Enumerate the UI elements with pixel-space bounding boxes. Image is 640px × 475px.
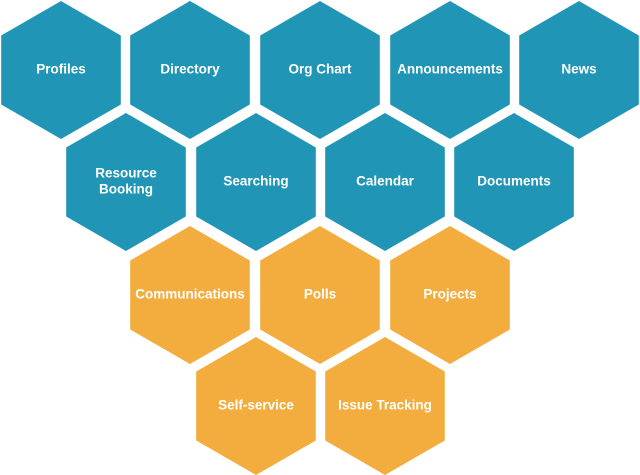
hexagon-news-shape [519, 1, 639, 139]
hexagon-calendar: Calendar [325, 113, 445, 251]
hexagon-org-chart: Org Chart [260, 1, 380, 139]
hexagon-documents: Documents [454, 113, 574, 251]
hexagon-self-service-label: Self-service [218, 398, 294, 413]
hexagon-profiles-label: Profiles [36, 62, 86, 77]
hexagon-issue-tracking-shape [325, 337, 445, 475]
hexagon-announcements-label: Announcements [397, 62, 503, 77]
hexagon-projects: Projects [390, 226, 510, 364]
hexagon-profiles-shape [1, 1, 121, 139]
hexagon-polls: Polls [260, 226, 380, 364]
hexagon-issue-tracking: Issue Tracking [325, 337, 445, 475]
hexagon-documents-label: Documents [477, 174, 551, 189]
hexagon-polls-label: Polls [304, 287, 336, 302]
hexagon-news: News [519, 1, 639, 139]
hexagon-org-chart-shape [260, 1, 380, 139]
hexagon-projects-shape [390, 226, 510, 364]
hexagon-announcements-shape [390, 1, 510, 139]
hexagon-searching-label: Searching [223, 174, 288, 189]
hexagon-searching-shape [196, 113, 316, 251]
hexagon-communications-shape [130, 226, 250, 364]
hexagon-searching: Searching [196, 113, 316, 251]
hexagon-calendar-shape [325, 113, 445, 251]
hexagon-polls-shape [260, 226, 380, 364]
hexagon-announcements: Announcements [390, 1, 510, 139]
hexagon-self-service-shape [196, 337, 316, 475]
hexagon-profiles: Profiles [1, 1, 121, 139]
hexagon-news-label: News [561, 62, 596, 77]
hexagon-directory-label: Directory [160, 62, 220, 77]
hexagon-directory: Directory [130, 1, 250, 139]
hexagon-org-chart-label: Org Chart [288, 62, 352, 77]
hexagon-resource-booking-shape [66, 113, 186, 251]
hexagon-issue-tracking-label: Issue Tracking [338, 398, 432, 413]
hexagon-directory-shape [130, 1, 250, 139]
hexagon-self-service: Self-service [196, 337, 316, 475]
hexagon-communications-label: Communications [135, 287, 245, 302]
hexagon-communications: Communications [130, 226, 250, 364]
hexagon-documents-shape [454, 113, 574, 251]
hexagon-calendar-label: Calendar [356, 174, 415, 189]
hexagon-projects-label: Projects [423, 287, 476, 302]
